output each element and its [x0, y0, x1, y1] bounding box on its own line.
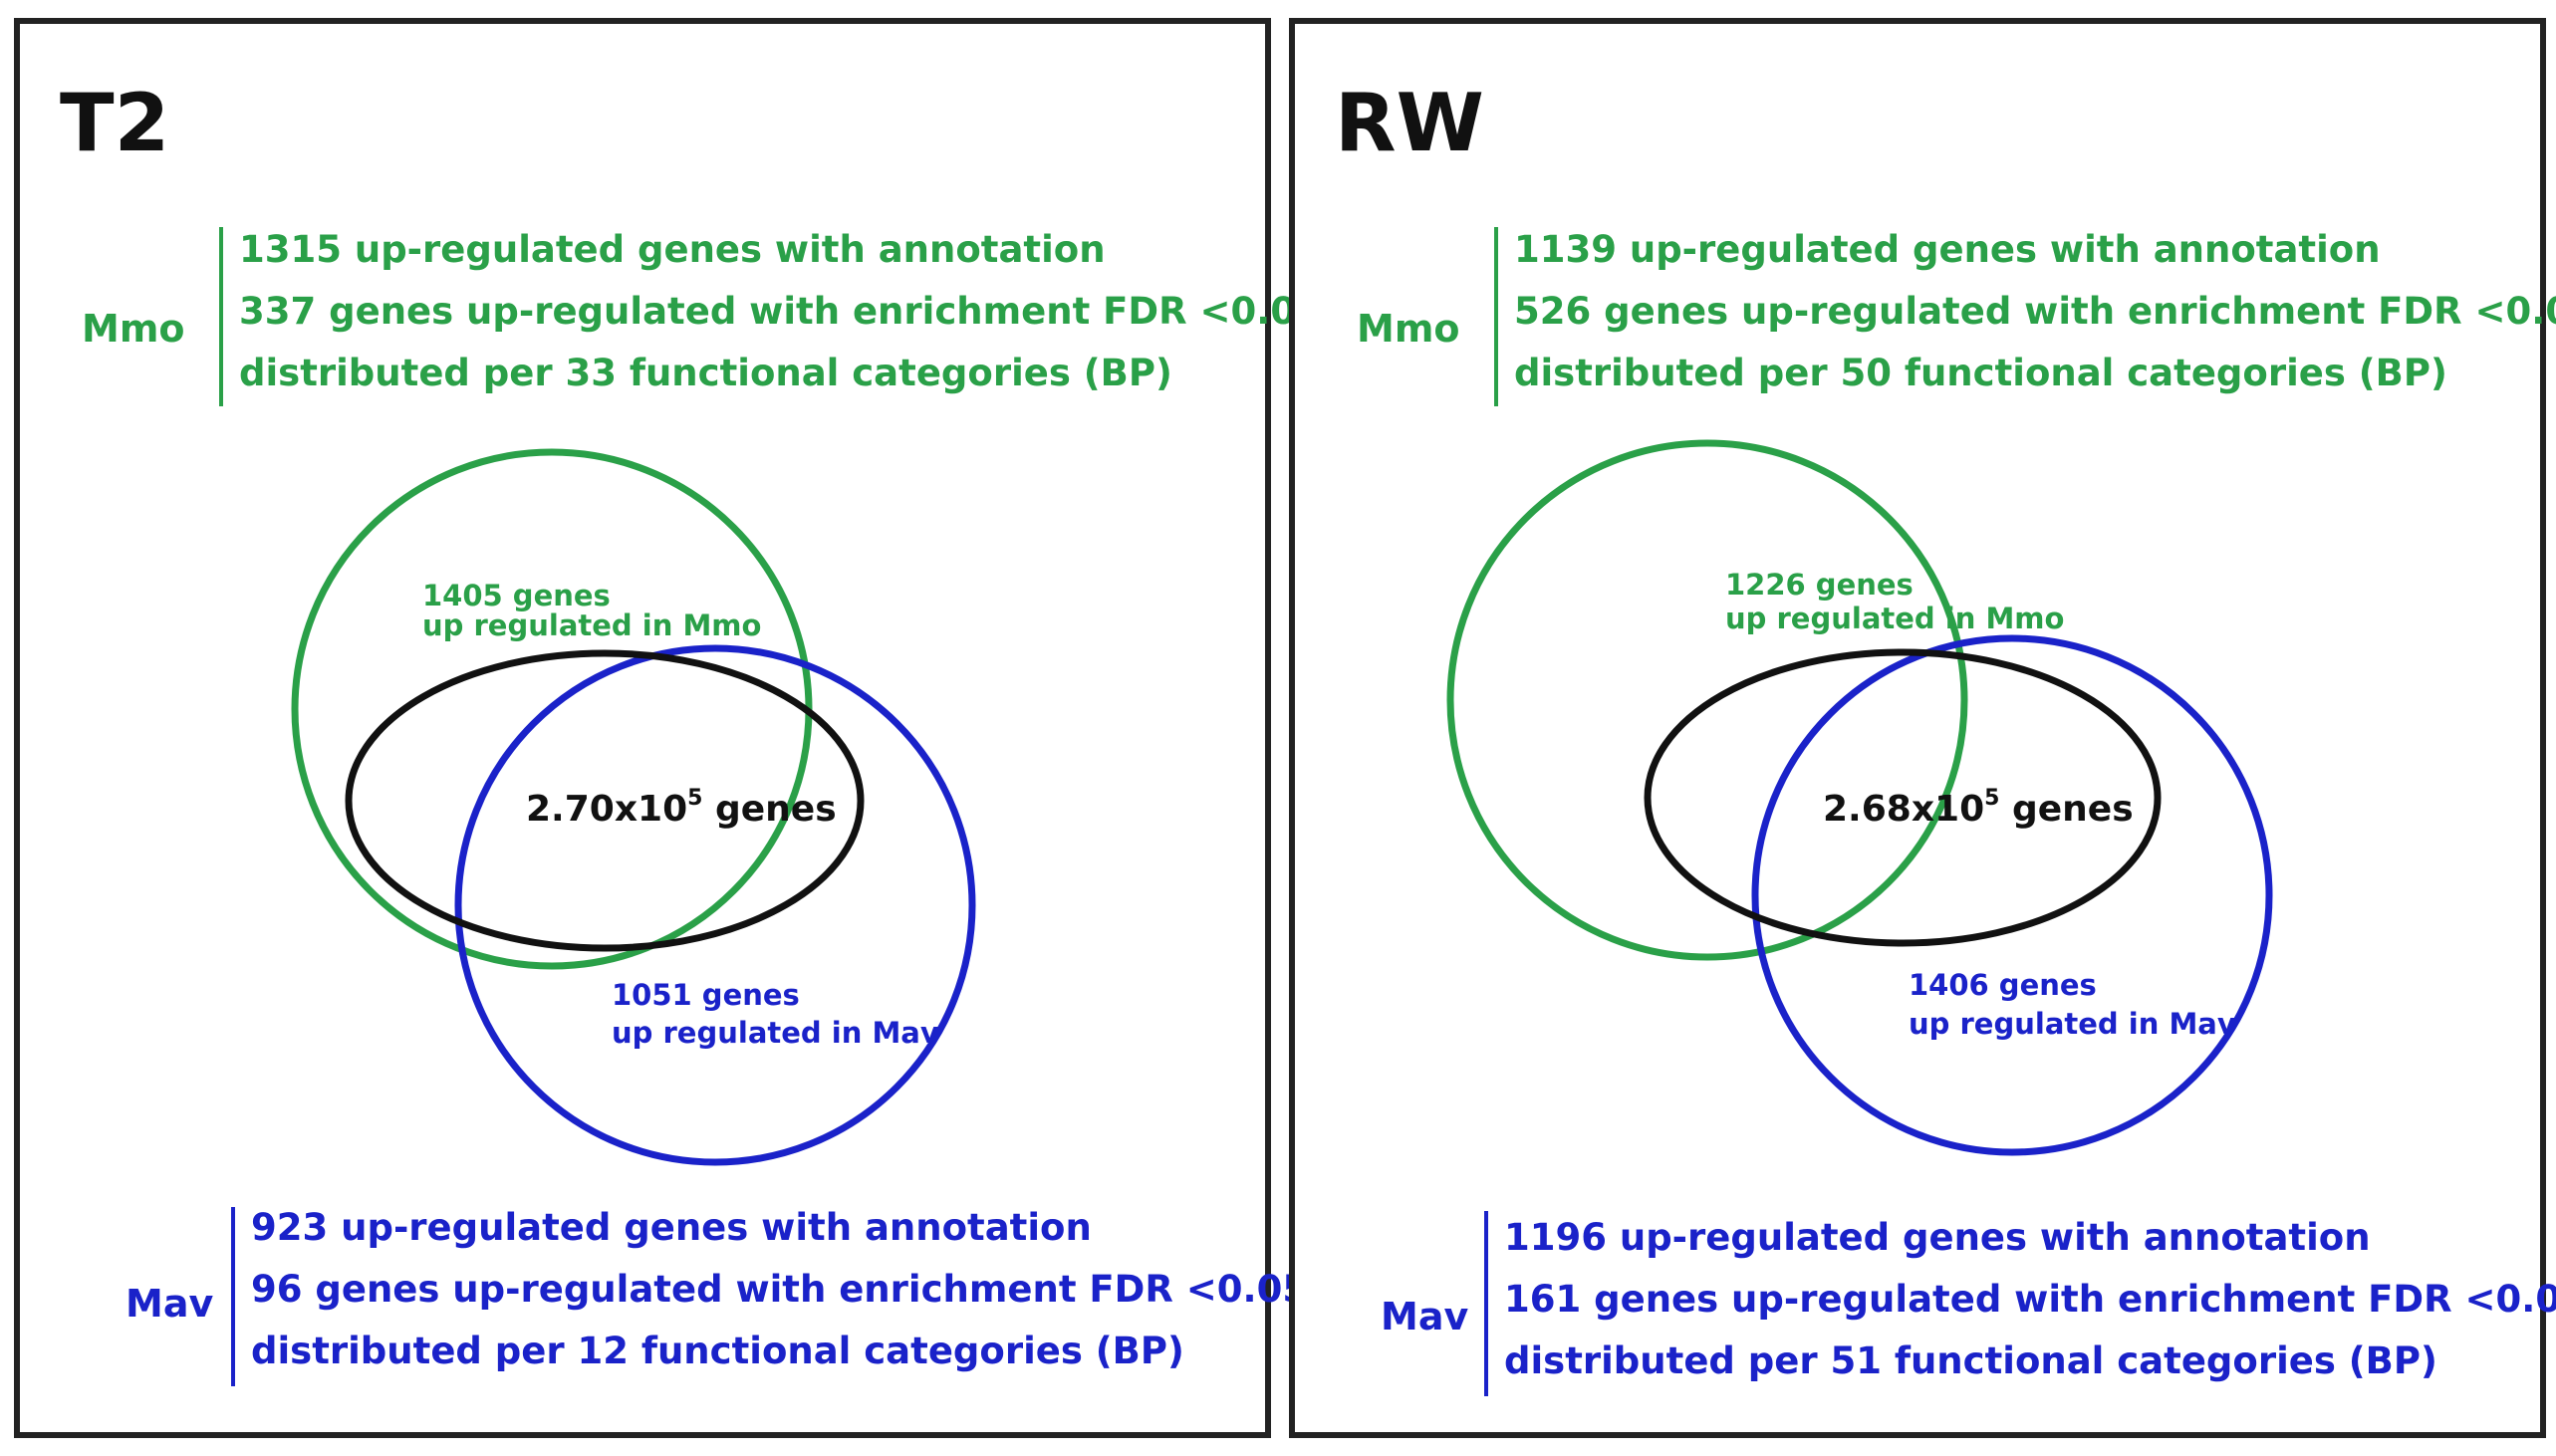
- info-line: 1196 up-regulated genes with annotation: [1504, 1216, 2371, 1259]
- panel-title: RW: [1335, 77, 1484, 169]
- panel-title: T2: [60, 77, 170, 169]
- species-label-mmo: Mmo: [1357, 307, 1460, 351]
- info-line: 337 genes up-regulated with enrichment F…: [239, 290, 1322, 333]
- divider-bar: [219, 227, 223, 406]
- mav-desc-label: up regulated in Mav: [1909, 1007, 2236, 1041]
- mav-info-lines: 1196 up-regulated genes with annotation …: [1504, 1207, 2556, 1392]
- venn-diagram: 1226 genes up regulated in Mmo 2.68x105 …: [1446, 439, 2273, 1156]
- info-line: 923 up-regulated genes with annotation: [251, 1206, 1092, 1249]
- info-line: distributed per 33 functional categories…: [239, 352, 1172, 394]
- overlap-base: 2.70x10: [526, 789, 687, 830]
- mmo-count-label: 1405 genes: [422, 579, 611, 612]
- mmo-circle: [1446, 439, 1968, 961]
- mmo-info-lines: 1139 up-regulated genes with annotation …: [1514, 219, 2556, 404]
- species-label-mav: Mav: [1381, 1295, 1469, 1338]
- overlap-ellipse: [1644, 648, 2162, 947]
- divider-bar: [1484, 1211, 1488, 1396]
- info-line: distributed per 12 functional categories…: [251, 1330, 1184, 1372]
- panel-rw: RW Mmo 1139 up-regulated genes with anno…: [1289, 18, 2556, 1438]
- species-label-mmo: Mmo: [82, 307, 185, 351]
- info-line: distributed per 51 functional categories…: [1504, 1339, 2437, 1382]
- info-line: 96 genes up-regulated with enrichment FD…: [251, 1268, 1309, 1311]
- divider-bar: [231, 1207, 235, 1386]
- mmo-desc-label: up regulated in Mmo: [422, 608, 761, 642]
- info-line: 161 genes up-regulated with enrichment F…: [1504, 1278, 2556, 1321]
- mav-circle: [454, 644, 976, 1166]
- divider-bar: [1494, 227, 1498, 406]
- overlap-label: 2.68x105 genes: [1823, 786, 2134, 830]
- info-line: distributed per 50 functional categories…: [1514, 352, 2447, 394]
- venn-diagram: 1405 genes up regulated in Mmo 2.70x105 …: [291, 448, 976, 1166]
- mav-info-lines: 923 up-regulated genes with annotation 9…: [251, 1197, 1308, 1382]
- panel-t2: T2 Mmo 1315 up-regulated genes with anno…: [14, 18, 1322, 1438]
- mmo-info-lines: 1315 up-regulated genes with annotation …: [239, 219, 1322, 404]
- overlap-exponent: 5: [1984, 786, 1999, 811]
- mav-circle: [1751, 634, 2273, 1156]
- mav-desc-label: up regulated in Mav: [612, 1016, 939, 1050]
- species-label-mav: Mav: [126, 1282, 214, 1326]
- overlap-unit: genes: [1999, 789, 2133, 830]
- overlap-base: 2.68x10: [1823, 789, 1984, 830]
- overlap-ellipse: [345, 649, 865, 952]
- info-line: 1139 up-regulated genes with annotation: [1514, 228, 2381, 271]
- overlap-exponent: 5: [687, 786, 702, 811]
- mmo-count-label: 1226 genes: [1725, 568, 1914, 602]
- mmo-desc-label: up regulated in Mmo: [1725, 602, 2064, 635]
- info-line: 1315 up-regulated genes with annotation: [239, 228, 1106, 271]
- mav-count-label: 1051 genes: [612, 978, 800, 1012]
- overlap-label: 2.70x105 genes: [526, 786, 837, 830]
- mav-count-label: 1406 genes: [1909, 968, 2097, 1002]
- info-line: 526 genes up-regulated with enrichment F…: [1514, 290, 2556, 333]
- overlap-unit: genes: [702, 789, 836, 830]
